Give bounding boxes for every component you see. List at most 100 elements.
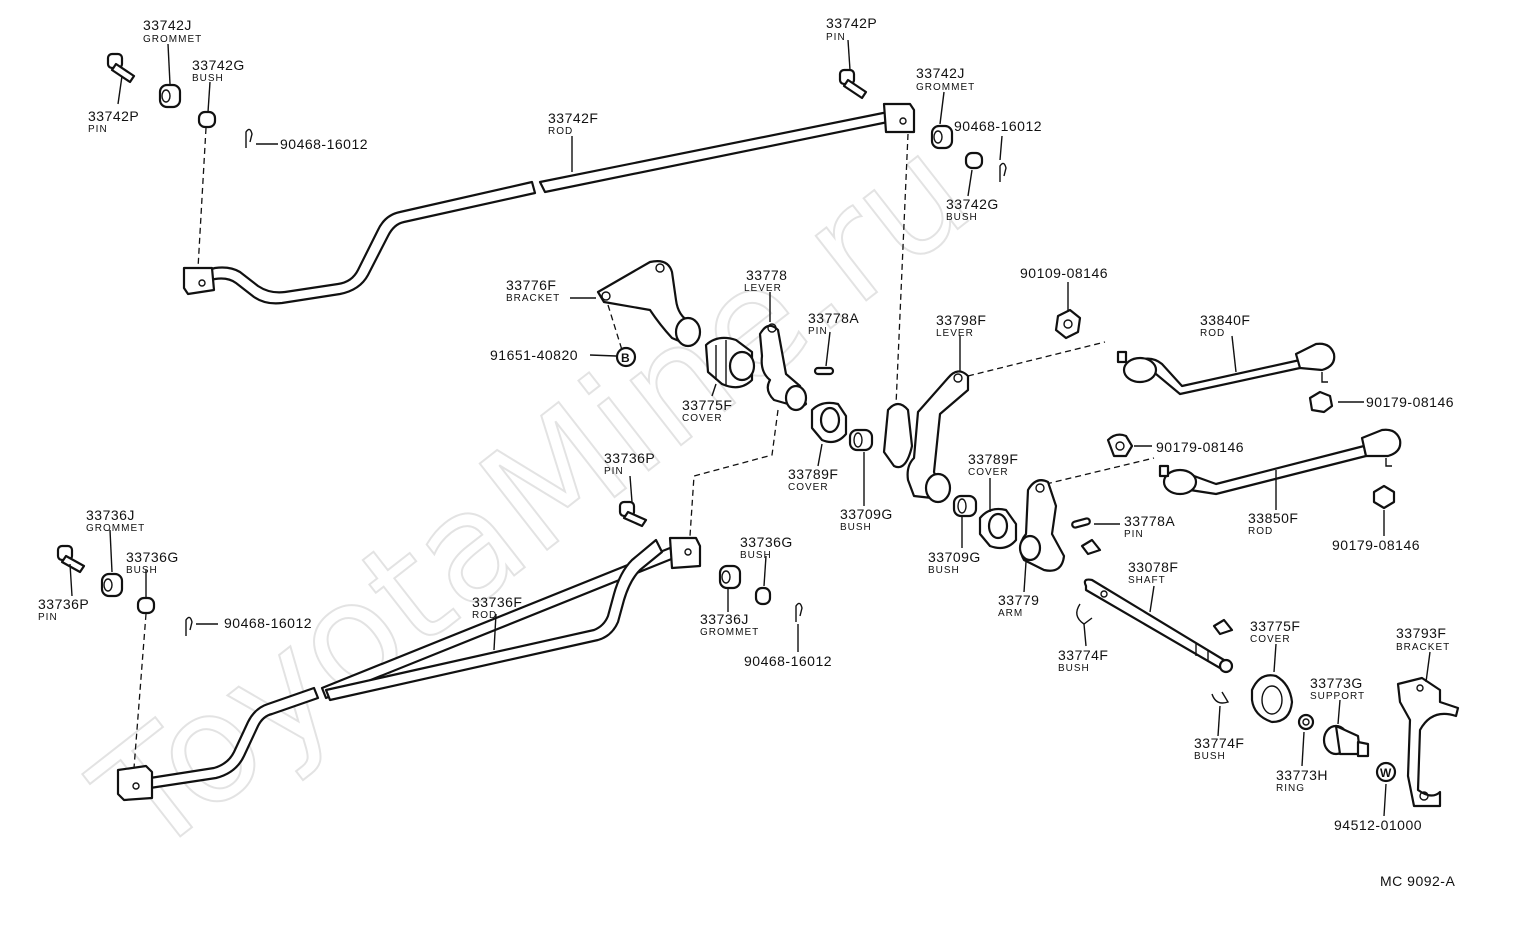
svg-text:PIN: PIN [1124, 529, 1144, 540]
svg-text:33736G: 33736G [740, 534, 793, 550]
cover-33775f-right [1250, 674, 1294, 724]
clip-90468-left [245, 128, 253, 148]
shaft-33078f [1083, 578, 1234, 674]
svg-text:GROMMET: GROMMET [700, 627, 759, 638]
svg-text:33850F: 33850F [1248, 510, 1298, 526]
svg-text:90468-16012: 90468-16012 [280, 136, 368, 152]
svg-text:COVER: COVER [968, 467, 1009, 478]
svg-text:90109-08146: 90109-08146 [1020, 265, 1108, 281]
svg-text:RING: RING [1276, 783, 1305, 794]
svg-text:LEVER: LEVER [936, 328, 974, 339]
svg-text:BUSH: BUSH [946, 212, 978, 223]
svg-text:33775F: 33775F [682, 397, 732, 413]
svg-text:BUSH: BUSH [1194, 751, 1226, 762]
pin-33742p-right [838, 68, 868, 100]
grommet-33742j-left [158, 83, 182, 109]
label-l21: 90179-08146 [1156, 439, 1244, 455]
svg-text:33793F: 33793F [1396, 625, 1446, 641]
guide-line [967, 341, 1106, 377]
svg-text:BRACKET: BRACKET [1396, 642, 1450, 653]
svg-text:ARM: ARM [998, 608, 1023, 619]
svg-text:SUPPORT: SUPPORT [1310, 691, 1365, 702]
svg-text:33775F: 33775F [1250, 618, 1300, 634]
rod-33736f [116, 536, 702, 802]
svg-text:COVER: COVER [1250, 634, 1291, 645]
arm-33779 [1018, 479, 1066, 572]
clip-90468-lower-left [185, 616, 193, 636]
label-l04: 90468-16012 [280, 136, 368, 152]
pin-33742p-left [106, 52, 136, 84]
grommet-33736j-right [718, 564, 742, 590]
bracket-33793f [1396, 676, 1460, 808]
rod-33742f [182, 102, 916, 305]
guide-line [133, 613, 147, 769]
bush-33774f-lower [1211, 691, 1230, 704]
svg-text:COVER: COVER [682, 413, 723, 424]
svg-text:33736P: 33736P [38, 596, 89, 612]
svg-text:PIN: PIN [808, 326, 828, 337]
guide-line [689, 409, 779, 537]
svg-text:PIN: PIN [38, 612, 58, 623]
svg-text:33709G: 33709G [928, 549, 981, 565]
label-l44: 90468-16012 [744, 653, 832, 669]
svg-text:ROD: ROD [1248, 526, 1273, 537]
support-33773g [1322, 724, 1370, 758]
svg-text:33742G: 33742G [192, 57, 245, 73]
nut-90179-08146-c [1372, 484, 1396, 510]
svg-text:33774F: 33774F [1058, 647, 1108, 663]
rod-33850f [1158, 428, 1402, 496]
bush-33742g-left [197, 110, 217, 129]
bush-33774f-upper [1076, 603, 1093, 625]
mark-w-letter: W [1380, 766, 1392, 780]
svg-text:33776F: 33776F [506, 277, 556, 293]
svg-text:90468-16012: 90468-16012 [954, 118, 1042, 134]
svg-text:BUSH: BUSH [928, 565, 960, 576]
svg-text:90179-08146: 90179-08146 [1156, 439, 1244, 455]
label-l40: 90468-16012 [224, 615, 312, 631]
bush-33709g-upper [848, 428, 874, 452]
svg-text:GROMMET: GROMMET [86, 523, 145, 534]
svg-text:ROD: ROD [472, 610, 497, 621]
svg-text:33789F: 33789F [968, 451, 1018, 467]
svg-text:GROMMET: GROMMET [143, 34, 202, 45]
svg-text:33736F: 33736F [472, 594, 522, 610]
svg-text:33742J: 33742J [916, 65, 965, 81]
svg-text:33773G: 33773G [1310, 675, 1363, 691]
svg-text:33742J: 33742J [143, 17, 192, 33]
svg-text:PIN: PIN [604, 466, 624, 477]
svg-text:BUSH: BUSH [126, 565, 158, 576]
nut-90179-08146-a [1308, 390, 1334, 414]
svg-text:33774F: 33774F [1194, 735, 1244, 751]
svg-text:33709G: 33709G [840, 506, 893, 522]
grommet-33742j-right [930, 124, 954, 150]
svg-text:PIN: PIN [88, 124, 108, 135]
label-l35: 94512-01000 [1334, 817, 1422, 833]
pin-33778a-lower [1071, 517, 1091, 529]
mark-b-letter: B [621, 351, 630, 365]
diagram-code: MC 9092-A [1380, 873, 1455, 889]
leader-lines [69, 39, 1431, 817]
svg-text:33078F: 33078F [1128, 559, 1178, 575]
clip-small [1080, 538, 1102, 556]
